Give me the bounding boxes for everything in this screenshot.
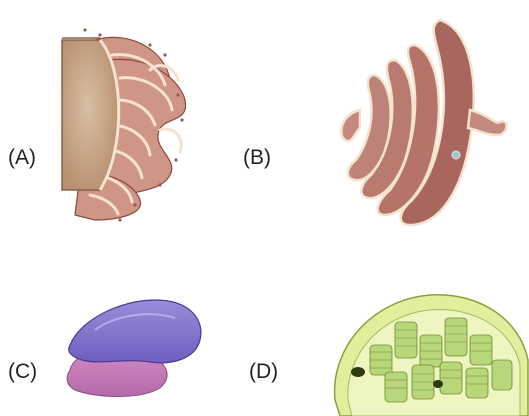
- label-c: (C): [8, 361, 37, 382]
- label-a: (A): [8, 147, 36, 168]
- label-d: (D): [249, 361, 278, 382]
- label-b: (B): [243, 147, 271, 168]
